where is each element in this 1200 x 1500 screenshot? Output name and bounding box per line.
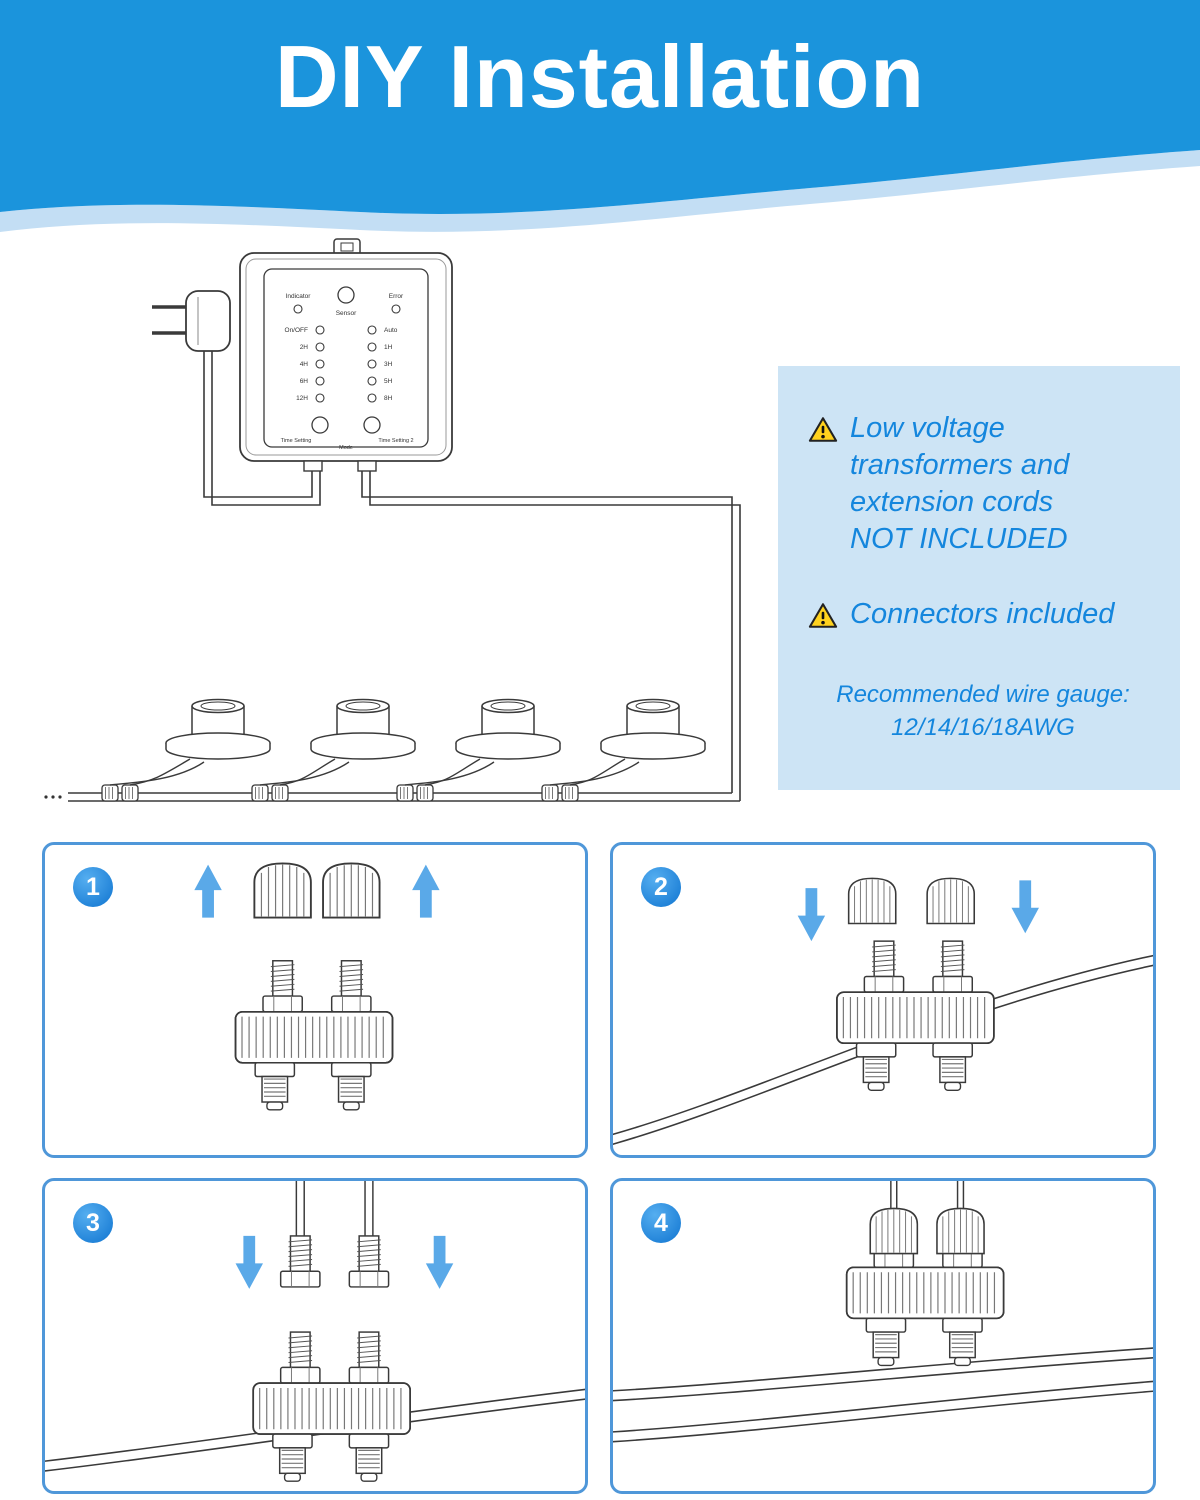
note-line: transformers and: [850, 449, 1070, 481]
connector-body-illustration: [837, 941, 994, 1090]
info-panel: Low voltage transformers and extension c…: [778, 366, 1180, 790]
connector-cap-illustration: [253, 862, 312, 919]
controller-label-1h: 1H: [384, 344, 393, 351]
arrow-down-icon: [235, 1235, 264, 1289]
step-panel-2: 2: [610, 842, 1156, 1158]
power-cord-illustration: [203, 351, 321, 506]
controller-label-indicator: Indicator: [286, 293, 312, 300]
wiring-diagram-illustration: Indicator Error Sensor On/OFF 2H 4H 6H: [44, 238, 741, 820]
connector-step-3-illustration: [45, 1181, 585, 1491]
controller-label-auto: Auto: [384, 327, 398, 334]
step-panel-4: 4: [610, 1178, 1156, 1494]
controller-label-2h: 2H: [300, 344, 309, 351]
connector-cap-illustration: [322, 862, 381, 919]
connector-step-2-illustration: [613, 877, 1153, 1145]
step-number-badge: 1: [73, 867, 113, 907]
controller-label-3h: 3H: [384, 361, 393, 368]
controller-label-8h: 8H: [384, 395, 393, 402]
power-plug-icon: [152, 290, 231, 352]
light-leads-illustration: [109, 758, 640, 786]
arrow-down-icon: [797, 888, 826, 942]
wire-gauge-value: 12/14/16/18AWG: [891, 714, 1075, 741]
controller-label-onoff: On/OFF: [285, 327, 309, 334]
wire-gauge-line: Recommended wire gauge:: [836, 681, 1130, 708]
note-line: Low voltage: [850, 412, 1005, 444]
note-connectors: Connectors included: [808, 596, 1158, 634]
controller-label-4h: 4H: [300, 361, 309, 368]
controller-label-12h: 12H: [296, 395, 308, 402]
page-title: DIY Installation: [274, 27, 926, 126]
note-line: Connectors included: [850, 598, 1115, 630]
header-wave: [0, 0, 1200, 232]
cable-continues-dots: [44, 795, 62, 799]
controller-label-mode: Mode: [339, 445, 353, 451]
wire-gauge-note: Recommended wire gauge: 12/14/16/18AWG: [808, 678, 1158, 744]
wire-fitting-illustration: [348, 1235, 390, 1288]
connector-cap-illustration: [936, 1207, 985, 1255]
note-transformers-text: Low voltage transformers and extension c…: [850, 410, 1069, 558]
step-number-badge: 3: [73, 1203, 113, 1243]
controller-label-5h: 5H: [384, 378, 393, 385]
connector-body-illustration: [236, 961, 393, 1110]
wire-illustration: [295, 1181, 374, 1238]
header-banner: DIY Installation: [0, 0, 1200, 260]
note-line: extension cords: [850, 486, 1054, 518]
installation-diagram: Indicator Error Sensor On/OFF 2H 4H 6H: [40, 235, 770, 820]
controller-label-time-setting: Time Setting: [281, 438, 312, 444]
cable-illustration: [613, 1347, 1153, 1443]
note-transformers: Low voltage transformers and extension c…: [808, 410, 1158, 558]
puck-light-illustration: [455, 698, 561, 760]
warning-icon: [808, 416, 838, 558]
puck-light-illustration: [165, 698, 271, 760]
arrow-up-icon: [412, 864, 440, 918]
controller-label-time-setting-2: Time Setting 2: [378, 438, 413, 444]
note-line: NOT INCLUDED: [850, 523, 1068, 555]
step-number-badge: 2: [641, 867, 681, 907]
note-connectors-text: Connectors included: [850, 596, 1114, 634]
output-cord-illustration: [361, 471, 741, 801]
timer-controller-illustration: Indicator Error Sensor On/OFF 2H 4H 6H: [239, 238, 453, 472]
puck-light-illustration: [310, 698, 416, 760]
connector-cap-illustration: [847, 877, 897, 925]
puck-light-illustration: [600, 698, 706, 760]
connector-cap-illustration: [869, 1207, 919, 1255]
connector-cap-illustration: [926, 877, 976, 925]
connector-step-1-illustration: [194, 862, 440, 1155]
step-number-badge: 4: [641, 1203, 681, 1243]
controller-label-sensor: Sensor: [336, 310, 357, 317]
arrow-down-icon: [425, 1235, 454, 1289]
wire-fitting-illustration: [279, 1235, 321, 1288]
arrow-down-icon: [1011, 880, 1039, 934]
controller-label-error: Error: [389, 293, 404, 300]
controller-label-6h: 6H: [300, 378, 309, 385]
arrow-up-icon: [194, 864, 222, 918]
step-panel-3: 3: [42, 1178, 588, 1494]
warning-icon: [808, 602, 838, 634]
step-panel-1: 1: [42, 842, 588, 1158]
wire-illustration: [890, 1181, 965, 1209]
connector-step-4-illustration: [613, 1181, 1153, 1443]
connector-body-illustration: [253, 1332, 410, 1481]
